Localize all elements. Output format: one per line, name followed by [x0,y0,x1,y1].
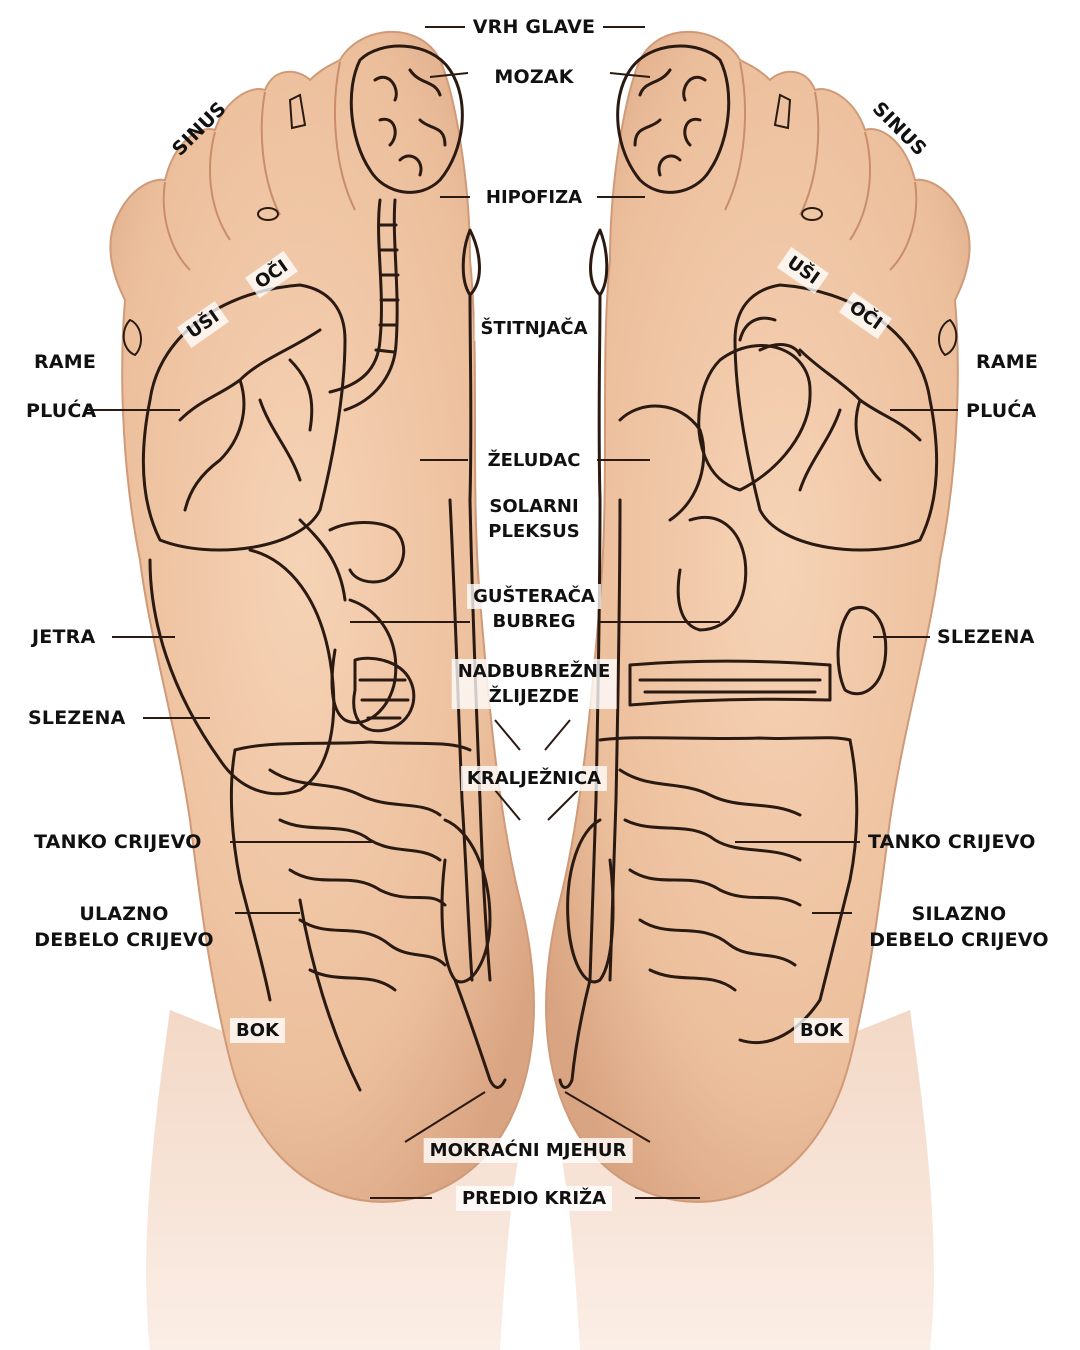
label-hipofiza: HIPOFIZA [479,185,589,210]
label-pluca-right: PLUĆA [966,400,1037,422]
label-silazno-line1: SILAZNO [911,903,1007,925]
label-silazno-debelo-crijevo: SILAZNO DEBELO CRIJEVO [869,901,1048,953]
label-solarni-line2: PLEKSUS [488,521,580,542]
label-gusteraca: GUŠTERAČA [467,584,601,609]
label-bok-left: BOK [230,1018,285,1043]
label-vrh-glave: VRH GLAVE [472,16,596,38]
label-nadbubrezne-line1: NADBUBREŽNE [457,661,611,682]
label-slezena-left: SLEZENA [28,707,126,729]
label-zeludac: ŽELUDAC [481,448,587,473]
label-slezena-right: SLEZENA [937,626,1035,648]
label-bok-right: BOK [794,1018,849,1043]
label-stitnjaca: ŠTITNJAČA [474,316,594,341]
left-organ-drawings [141,44,507,1092]
label-predio-kriza: PREDIO KRIŽA [455,1186,613,1211]
right-organ-drawings [558,44,939,1089]
label-jetra: JETRA [32,626,96,648]
label-ulazno-line2: DEBELO CRIJEVO [34,929,214,951]
label-nadbubrezne-line2: ŽLIJEZDE [488,686,580,707]
toe-icons [122,93,958,357]
label-nadbubrezne-zlijezde: NADBUBREŽNE ŽLIJEZDE [451,659,617,709]
label-tanko-crijevo-left: TANKO CRIJEVO [34,831,202,853]
label-rame-left: RAME [34,351,97,373]
label-silazno-line2: DEBELO CRIJEVO [869,929,1049,951]
leader-lines [85,26,958,1199]
label-solarni-pleksus: SOLARNI PLEKSUS [482,494,586,544]
label-bubreg: BUBREG [486,609,582,634]
label-mozak: MOZAK [494,66,574,88]
label-mokracni-mjehur: MOKRAĆNI MJEHUR [423,1138,633,1163]
label-ulazno-debelo-crijevo: ULAZNO DEBELO CRIJEVO [34,901,213,953]
label-ulazno-line1: ULAZNO [79,903,169,925]
label-solarni-line1: SOLARNI [489,496,579,517]
label-kraljeznica: KRALJEŽNICA [460,766,608,791]
label-rame-right: RAME [976,351,1039,373]
label-pluca-left: PLUĆA [26,400,97,422]
label-tanko-crijevo-right: TANKO CRIJEVO [868,831,1036,853]
